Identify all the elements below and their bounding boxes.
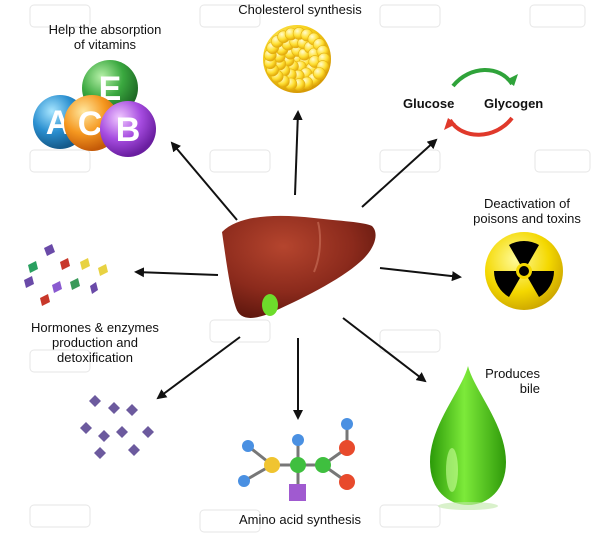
label-poisons: Deactivation of poisons and toxins: [473, 196, 581, 226]
label-hormones: Hormones & enzymes production and detoxi…: [31, 320, 159, 365]
liver-illustration: [222, 215, 376, 318]
vitamin-c-letter: C: [78, 105, 103, 143]
label-glycogen: Glycogen: [484, 96, 544, 111]
hormone-crystals: [24, 244, 108, 306]
cholesterol-illustration: [263, 25, 331, 93]
radiation-hazard-icon: [485, 232, 563, 310]
amino-acid-molecule: [238, 418, 355, 501]
watermark-pattern: [29, 4, 591, 533]
arrow-to-vitamins: [170, 141, 238, 221]
arrow-to-glycogen: [361, 138, 438, 208]
gallbladder: [262, 294, 278, 316]
enzyme-crystals: [80, 395, 154, 459]
label-bile: Produces bile: [485, 366, 540, 396]
arrows: [134, 110, 462, 420]
arrow-to-bile: [342, 317, 427, 383]
cholesterol-bead: [312, 67, 326, 80]
label-vitamins: Help the absorption of vitamins: [48, 22, 162, 52]
arrow-to-cholesterol: [292, 110, 303, 196]
label-cholesterol: Cholesterol synthesis: [238, 2, 362, 17]
label-amino: Amino acid synthesis: [238, 512, 362, 527]
arrow-to-hormones: [134, 267, 219, 278]
vitamin-b-letter: B: [116, 111, 141, 149]
glucose-glycogen-cycle: [444, 68, 518, 137]
arrow-to-enzymes: [156, 336, 241, 400]
label-glucose: Glucose: [403, 96, 455, 111]
arrow-to-poisons: [379, 267, 462, 282]
bile-drop: [430, 366, 506, 510]
vitamin-balls: E A C B: [33, 60, 156, 157]
